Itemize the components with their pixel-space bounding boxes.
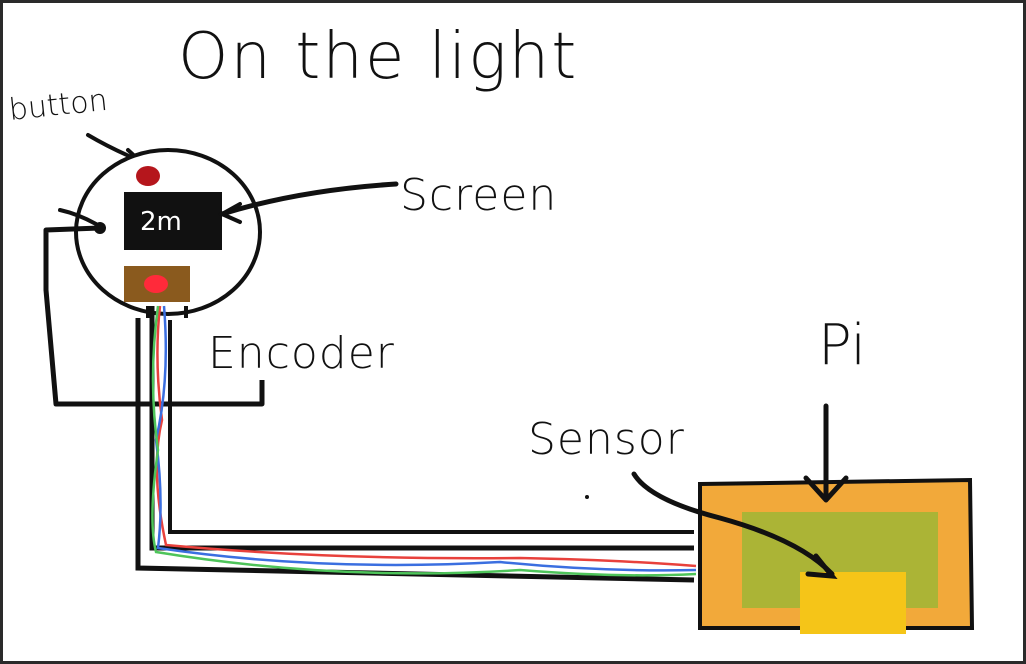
wire-red <box>155 305 697 568</box>
sensor-module <box>800 572 906 634</box>
sensor-arrow <box>631 471 835 577</box>
pi-label: Pi <box>818 313 866 378</box>
cable-outer-edge <box>135 318 695 583</box>
side-arrow <box>58 208 98 226</box>
screen-arrow-head <box>217 202 242 224</box>
diagram-title: On the light <box>178 20 578 94</box>
device-button <box>136 166 160 186</box>
device-screen <box>124 192 222 250</box>
encoder-indicator <box>144 275 168 293</box>
button-label: button <box>7 83 109 128</box>
cable-top-edge <box>168 320 694 534</box>
encoder-label: Encoder <box>208 328 395 379</box>
stray-dot <box>585 495 589 499</box>
wire-blue <box>154 305 697 572</box>
sensor-label: Sensor <box>528 414 685 465</box>
sensor-arrow-head <box>805 553 838 579</box>
pi-outline <box>698 477 975 630</box>
side-loop-wire <box>43 225 265 407</box>
pi-arrow-head <box>803 475 849 503</box>
screen-arrow <box>219 181 399 217</box>
screen-display-text: 2m <box>140 207 182 237</box>
device-neck <box>146 306 188 318</box>
wire-green <box>151 305 697 577</box>
screen-label: Screen <box>400 170 557 221</box>
